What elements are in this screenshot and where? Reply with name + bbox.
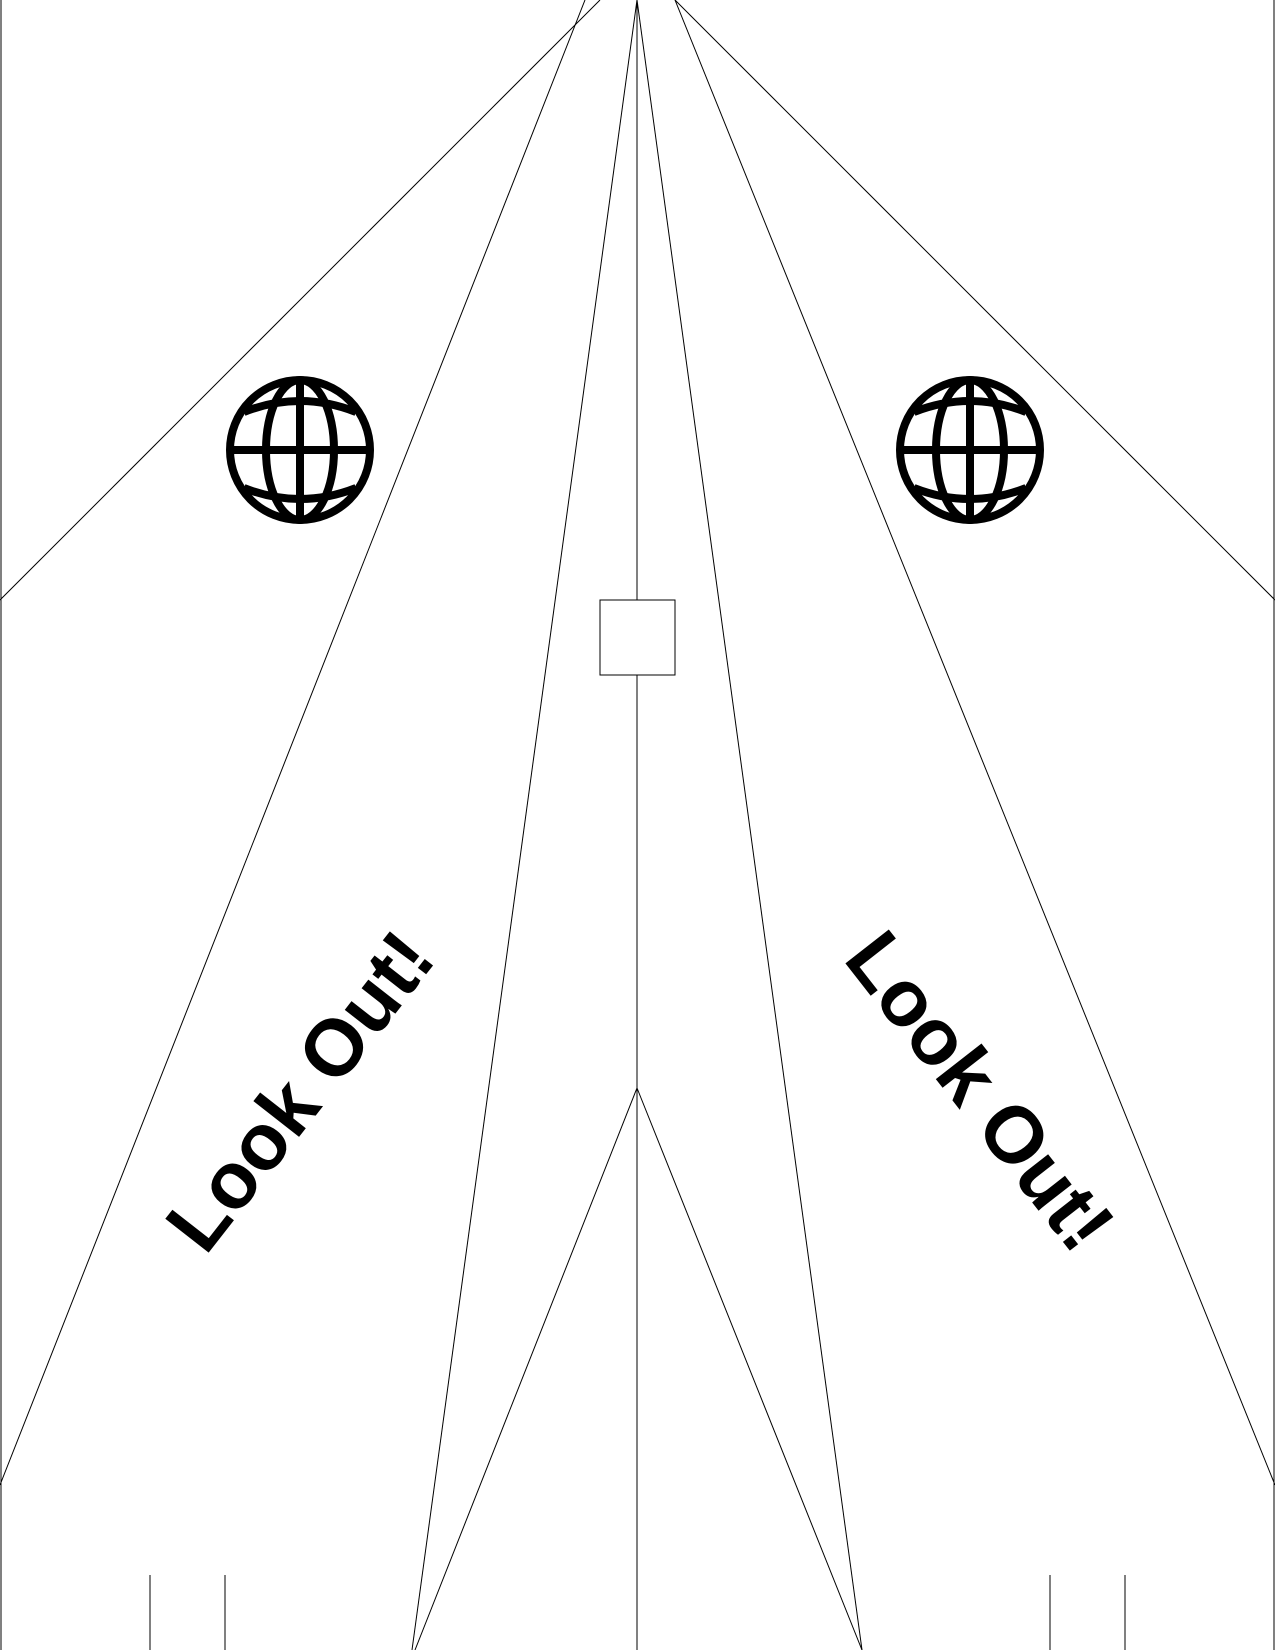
left-outer-fold-line bbox=[0, 0, 601, 601]
globe-icon bbox=[226, 376, 374, 524]
right-inner-fold-line bbox=[636, 0, 863, 1650]
globe-north-latitude bbox=[242, 397, 358, 416]
left-inner-fold-line bbox=[411, 0, 638, 1650]
left-look-out-label: Look Out! bbox=[149, 915, 452, 1267]
right-look-out-label: Look Out! bbox=[829, 915, 1132, 1267]
globe-south-latitude bbox=[242, 484, 358, 503]
right-long-fold-line bbox=[674, 0, 1275, 1486]
tail-right-line bbox=[636, 1087, 863, 1650]
tail-left-line bbox=[414, 1087, 638, 1650]
globe-south-latitude bbox=[912, 484, 1028, 503]
center-square bbox=[599, 599, 676, 676]
globe-icon bbox=[896, 376, 1044, 524]
left-long-fold-line bbox=[0, 0, 586, 1486]
right-outer-fold-line bbox=[674, 0, 1275, 601]
globe-north-latitude bbox=[912, 397, 1028, 416]
